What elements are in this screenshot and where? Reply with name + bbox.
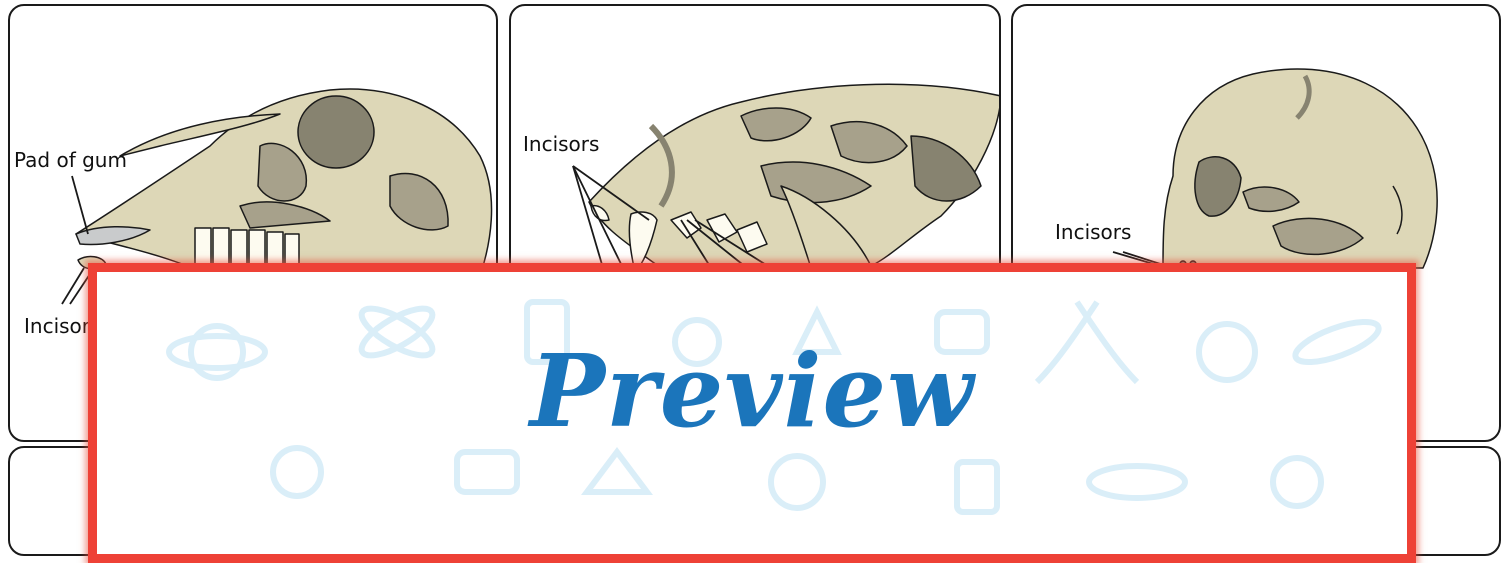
incisors-label-human: Incisors	[1055, 220, 1131, 244]
incisors-label-dog: Incisors	[523, 132, 599, 156]
preview-overlay: Preview	[88, 263, 1416, 563]
pad-of-gum-leader	[72, 176, 88, 234]
pad-of-gum-label: Pad of gum	[14, 148, 127, 172]
preview-title: Preview	[97, 332, 1407, 450]
